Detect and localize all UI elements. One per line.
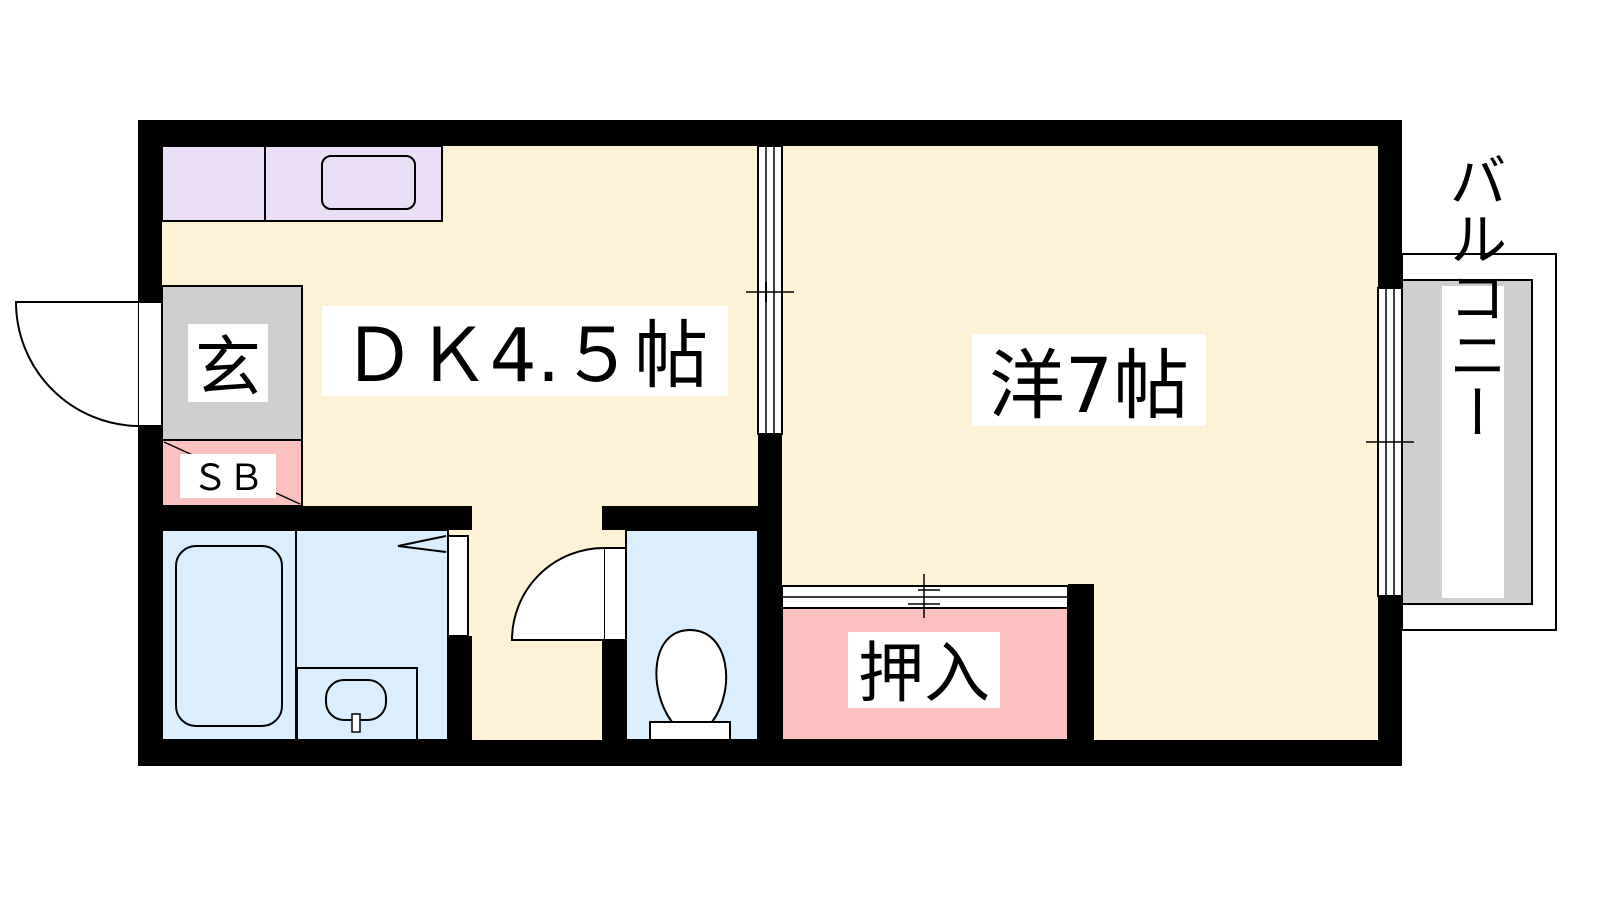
kitchen-counter [161, 145, 443, 222]
entrance-door [14, 301, 163, 427]
dk-label: ＤＫ4.５帖 [342, 313, 709, 399]
washroom-sliding-door [447, 535, 469, 637]
closet-label: 押入 [858, 635, 990, 712]
interior-walls [138, 434, 1094, 766]
toilet-icon [649, 628, 731, 741]
balcony-label: バルコニー [1439, 151, 1507, 441]
bathroom-floor [161, 529, 449, 741]
western-room-label: 洋7帖 [989, 341, 1189, 430]
dk-room-sliding-door [746, 145, 794, 435]
balcony-window [1366, 287, 1414, 597]
entrance-label: 玄 [195, 329, 261, 406]
washbasin-icon [296, 667, 418, 741]
bathtub-icon [175, 545, 283, 727]
shoe-box-label: ＳＢ [192, 458, 264, 499]
sink-icon [321, 155, 416, 210]
toilet-door [510, 547, 627, 641]
